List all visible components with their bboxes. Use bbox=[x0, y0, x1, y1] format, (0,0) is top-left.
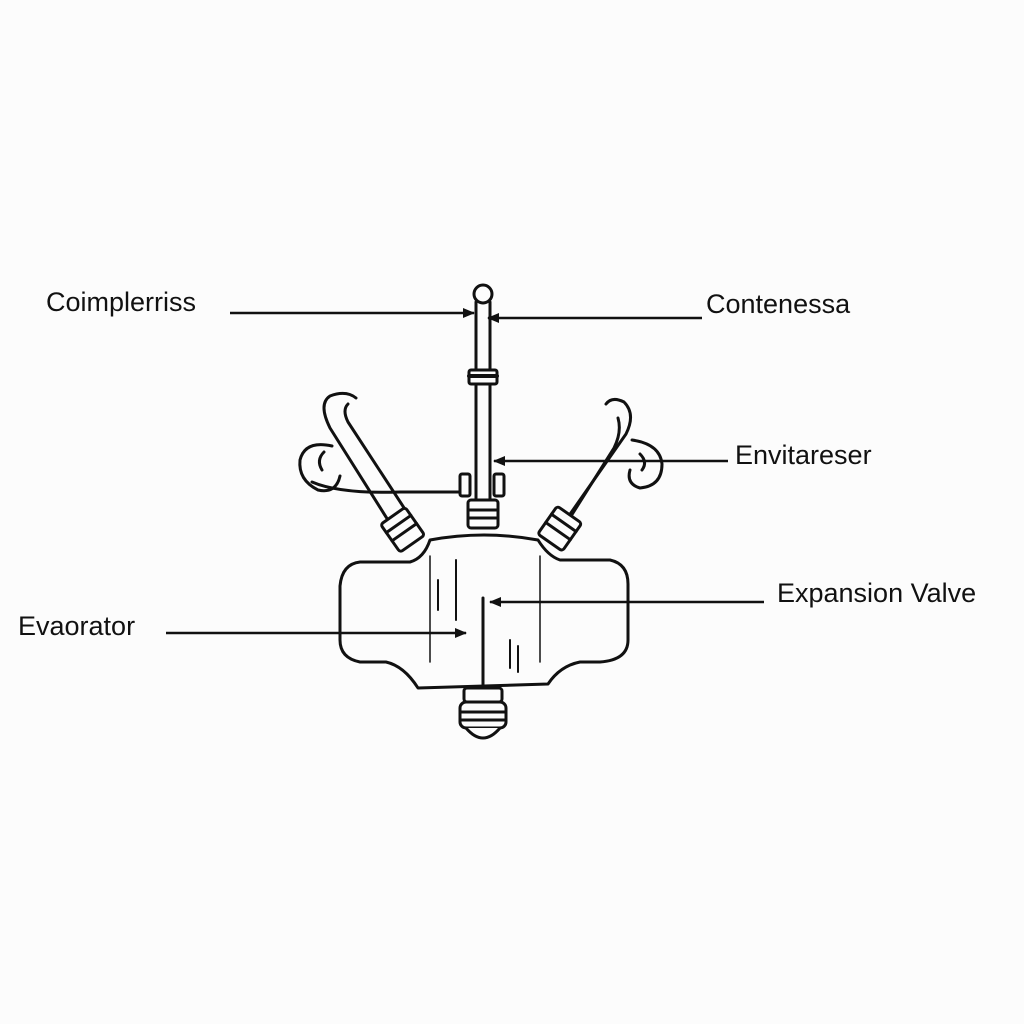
label-envitareser: Envitareser bbox=[735, 440, 872, 470]
label-expansion-valve: Expansion Valve bbox=[777, 578, 977, 608]
left-pipe bbox=[298, 391, 425, 553]
right-pipe bbox=[537, 397, 664, 552]
label-evaporator: Evaorator bbox=[18, 611, 136, 641]
bottom-fitting bbox=[458, 686, 508, 740]
label-condenser: Contenessa bbox=[706, 289, 851, 319]
vertical-shaft bbox=[466, 283, 500, 530]
coupling-pipe bbox=[310, 472, 506, 498]
evaporator-body bbox=[338, 533, 630, 692]
label-compressor: Coimplerriss bbox=[46, 287, 197, 317]
